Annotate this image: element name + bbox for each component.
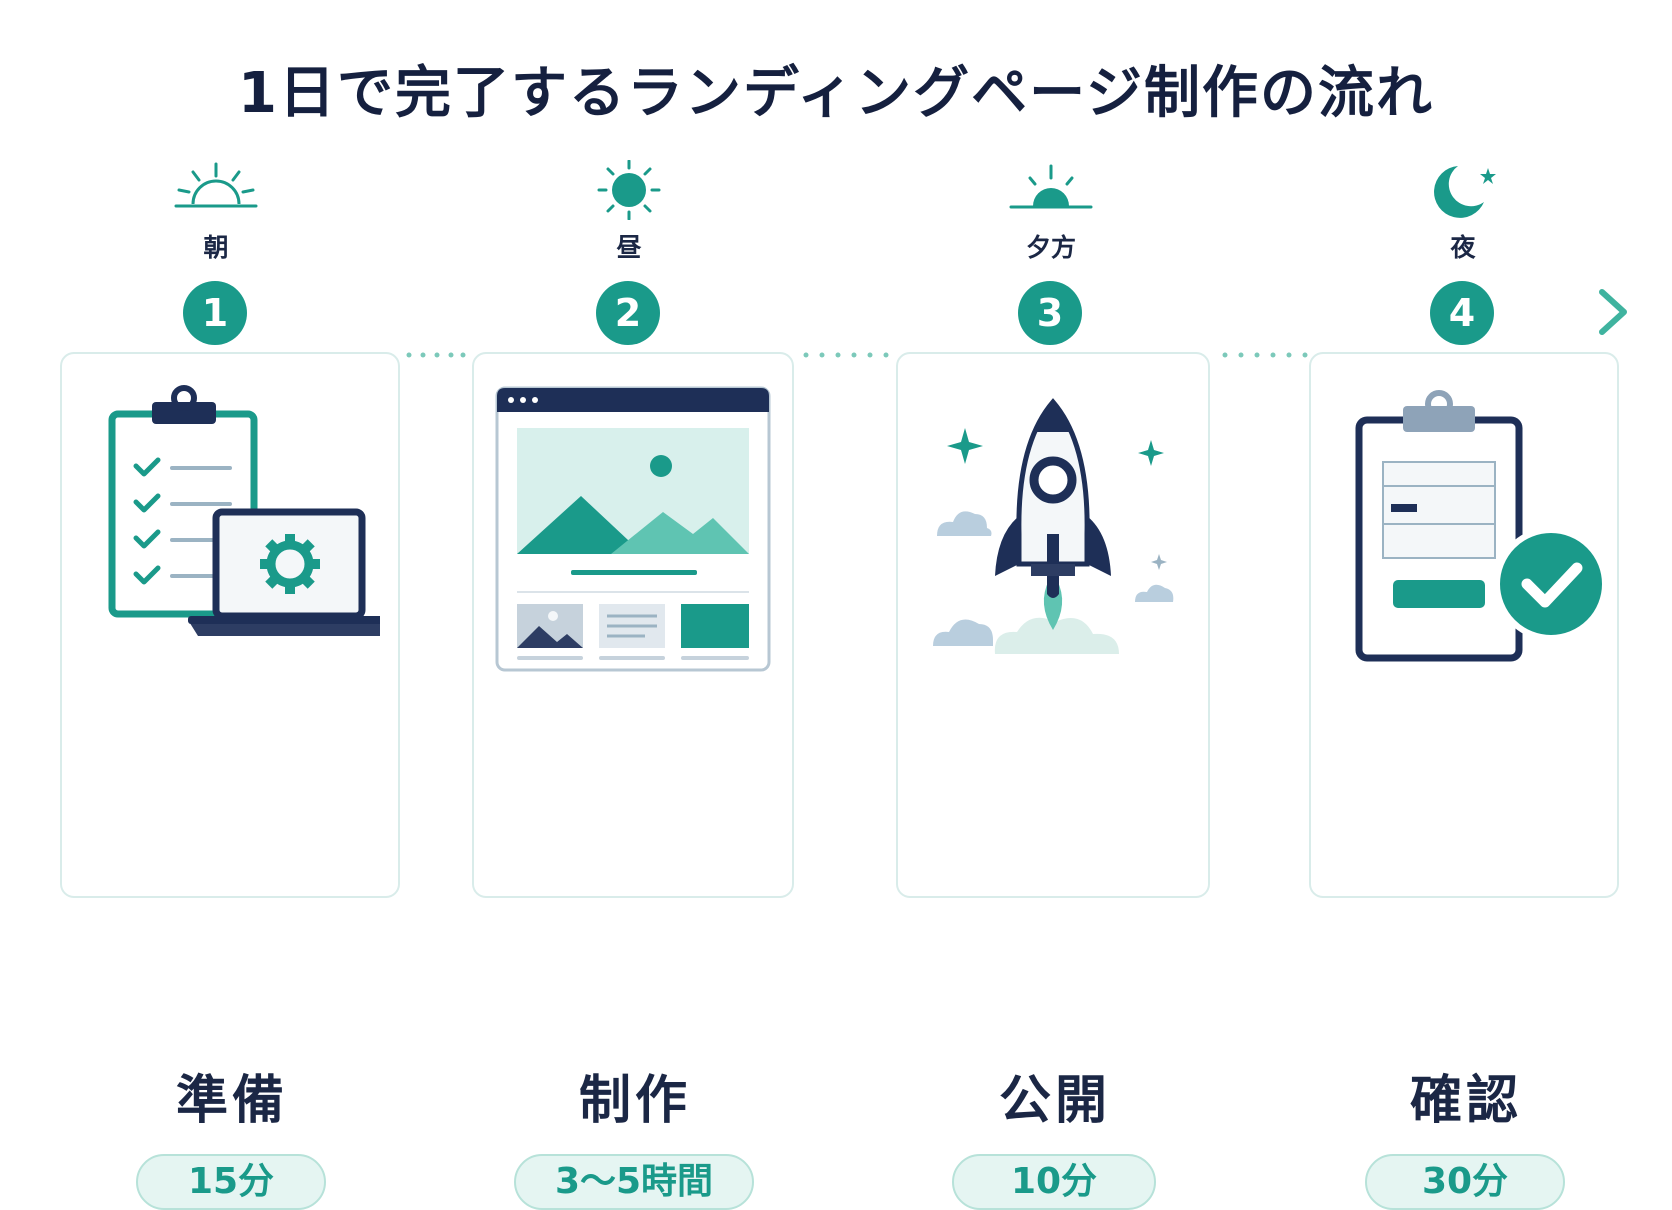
- phase-night: 夜: [1363, 160, 1563, 264]
- sunrise-icon: [174, 162, 258, 208]
- duration-badge: 10分: [952, 1154, 1156, 1210]
- phase-evening: 夕方: [951, 160, 1151, 264]
- step-title: 確認: [1409, 1071, 1522, 1131]
- moon-icon: [1434, 166, 1496, 218]
- dotted-connector: [1222, 352, 1308, 358]
- clipboard-check-icon: [1355, 390, 1608, 662]
- step-title: 制作: [578, 1071, 691, 1131]
- rocket-icon: [933, 398, 1174, 654]
- phase-morning: 朝: [116, 160, 316, 264]
- step-number: 1: [183, 281, 247, 345]
- webpage-layout-icon: [495, 386, 771, 672]
- sun-icon: [597, 160, 661, 220]
- phase-noon: 昼: [529, 160, 729, 264]
- dotted-connector: [803, 352, 889, 358]
- step-card-production: 制作 3～5時間: [472, 352, 794, 1210]
- phase-label: 夕方: [1025, 233, 1076, 262]
- step-card-launch: 公開 10分: [896, 352, 1210, 1210]
- sunset-icon: [1009, 164, 1093, 209]
- step-number: 4: [1430, 281, 1494, 345]
- step-title: 公開: [998, 1071, 1111, 1131]
- phase-label: 昼: [616, 233, 642, 262]
- step-number: 3: [1018, 281, 1082, 345]
- step-title: 準備: [175, 1071, 288, 1131]
- duration-badge: 30分: [1365, 1154, 1565, 1210]
- step-card-verification: 確認 30分: [1309, 352, 1619, 1210]
- phase-label: 夜: [1450, 233, 1476, 262]
- checklist-laptop-icon: [108, 385, 380, 636]
- step-card-preparation: 準備 15分: [60, 352, 400, 1210]
- step-number: 2: [596, 281, 660, 345]
- phase-label: 朝: [203, 233, 229, 262]
- page-title: 1日で完了するランディングページ制作の流れ: [238, 61, 1434, 126]
- dotted-connector: [406, 352, 466, 358]
- timeline-arrow: [62, 289, 1627, 335]
- duration-badge: 15分: [136, 1154, 326, 1210]
- duration-badge: 3～5時間: [514, 1154, 754, 1210]
